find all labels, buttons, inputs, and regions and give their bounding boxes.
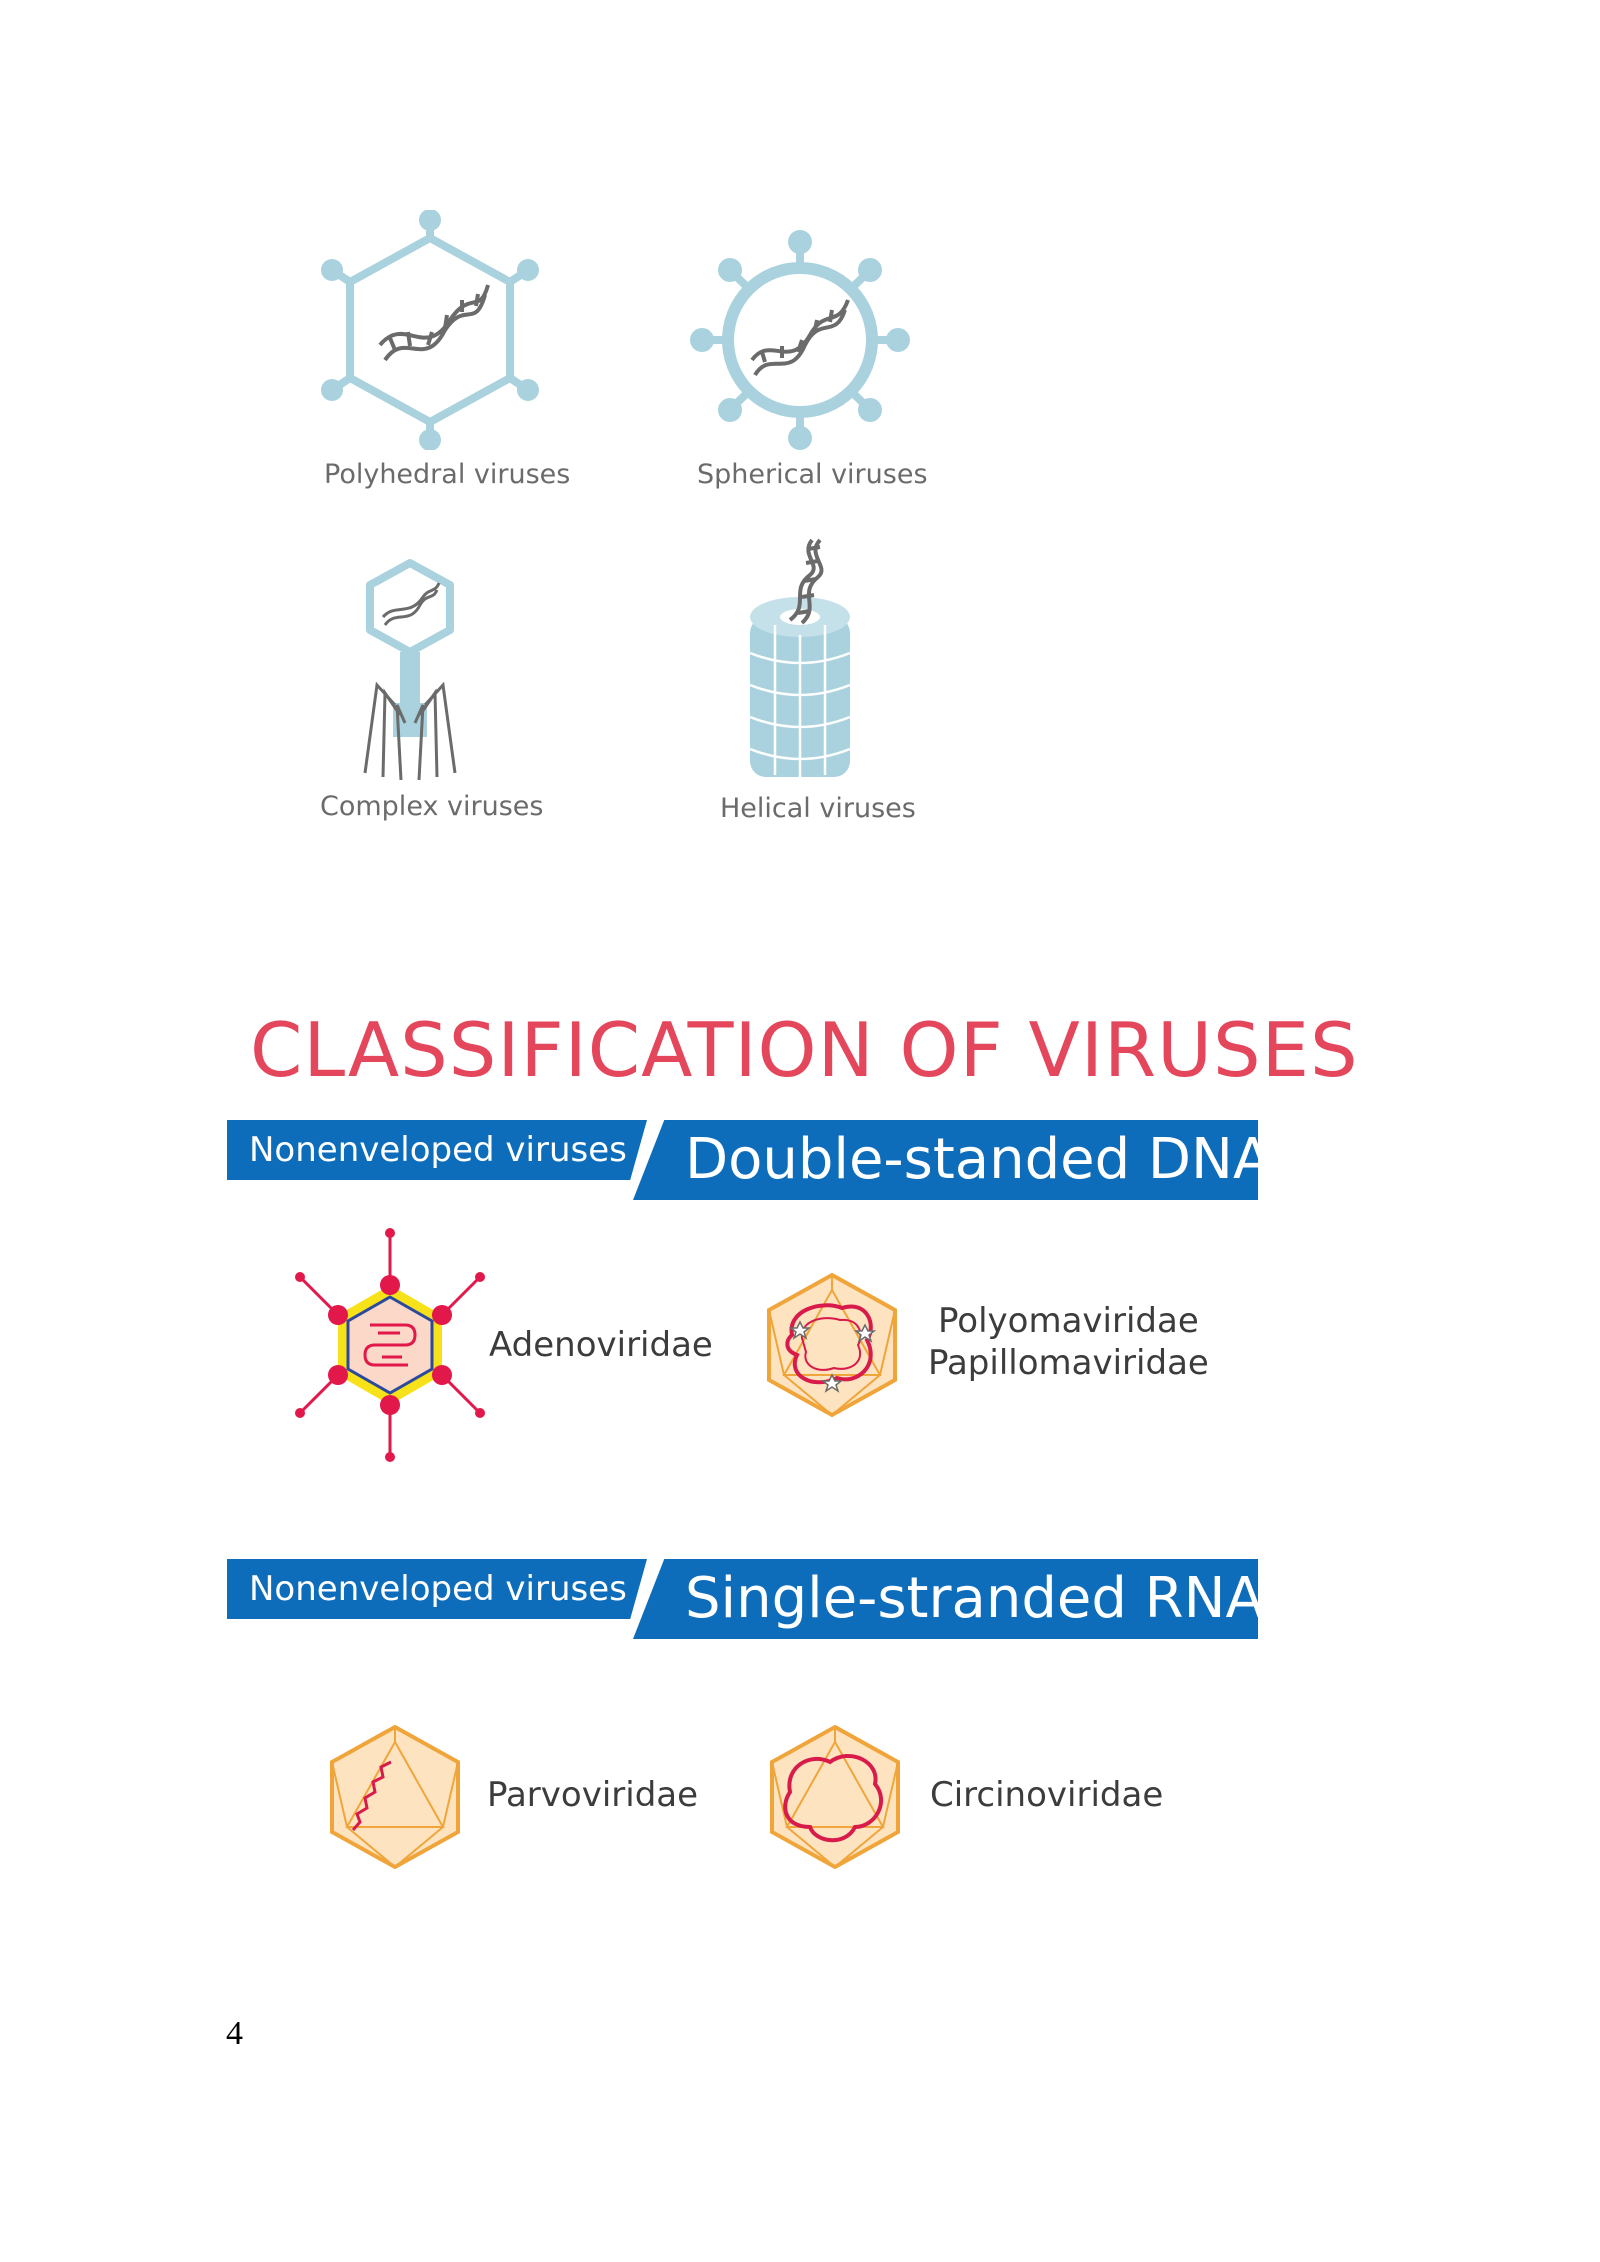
complex-virus-icon: [363, 559, 457, 781]
parvoviridae-icon: [330, 1724, 460, 1870]
spherical-label: Spherical viruses: [697, 459, 928, 490]
circinoviridae-icon: [770, 1724, 900, 1870]
family-papillomaviridae: Papillomaviridae: [928, 1343, 1209, 1383]
classification-title: CLASSIFICATION OF VIRUSES: [250, 1006, 1359, 1094]
page-number: 4: [226, 2015, 243, 2052]
polyomaviridae-icon: [767, 1272, 897, 1418]
spherical-virus-icon: [690, 230, 910, 450]
helical-virus-icon: [749, 538, 851, 777]
adenoviridae-icon: [295, 1228, 485, 1462]
section-1-banner: Double-standed DNA: [633, 1120, 1258, 1200]
complex-label: Complex viruses: [320, 791, 544, 822]
family-polyomaviridae: Polyomaviridae: [938, 1301, 1199, 1341]
family-parvoviridae: Parvoviridae: [487, 1775, 699, 1815]
section-1-tag: Nonenveloped viruses: [227, 1120, 647, 1180]
section-2-banner: Single-stranded RNA: [633, 1559, 1258, 1639]
polyhedral-label: Polyhedral viruses: [324, 459, 571, 490]
helical-label: Helical viruses: [720, 793, 916, 824]
polyhedral-virus-icon: [321, 210, 539, 450]
family-circinoviridae: Circinoviridae: [930, 1775, 1164, 1815]
section-2-tag: Nonenveloped viruses: [227, 1559, 647, 1619]
family-adenoviridae: Adenoviridae: [489, 1325, 713, 1365]
